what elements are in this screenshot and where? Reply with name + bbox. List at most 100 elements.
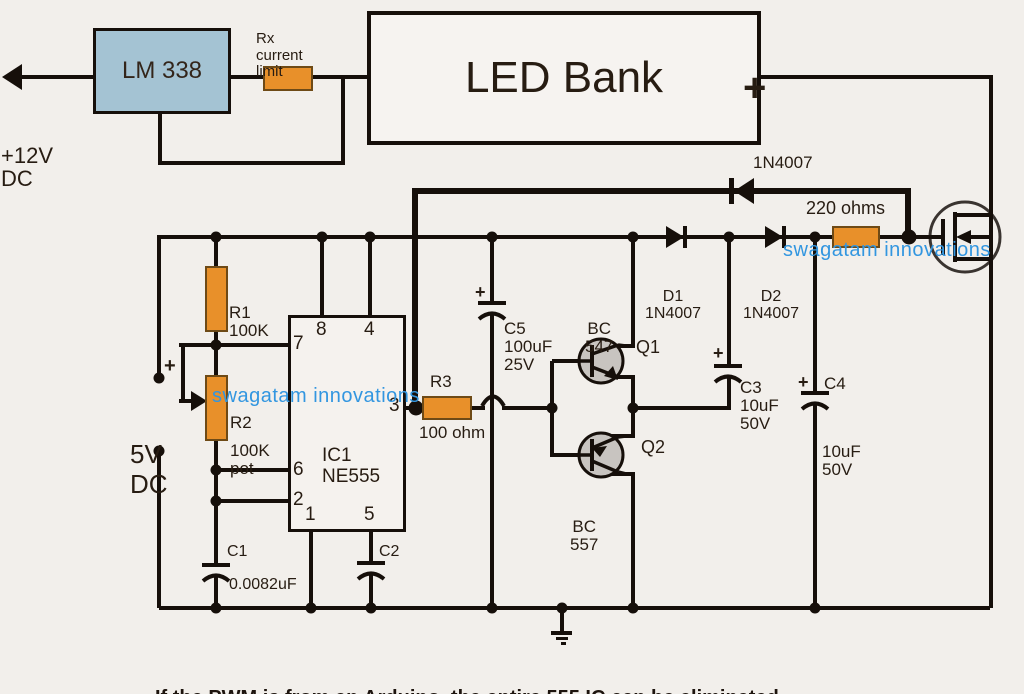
wire-segment [214, 237, 218, 268]
r1-resistor [205, 266, 228, 332]
junction-dot [153, 372, 165, 384]
wire-segment [561, 642, 566, 645]
wire-hop-icon [480, 394, 506, 408]
ic-pin1-label: 1 [305, 504, 316, 525]
junction-dot [210, 602, 222, 614]
wire-segment [181, 345, 185, 403]
wire-segment [309, 530, 313, 608]
q1-npn-transistor-icon [576, 337, 627, 385]
c2-name: C2 [379, 543, 400, 560]
wire-segment [16, 75, 94, 79]
wire-segment [989, 75, 993, 197]
watermark-right: swagatam innovations [783, 239, 991, 261]
led-bank-title: LED Bank [464, 53, 664, 103]
r2-potentiometer [205, 375, 228, 441]
wire-segment [560, 610, 564, 631]
pot-wiper-arrow-icon [191, 391, 207, 411]
wire-segment [179, 343, 290, 347]
wire-segment [556, 637, 568, 640]
junction-dot [210, 495, 222, 507]
ic-pin5-label: 5 [364, 504, 375, 525]
wire-segment [470, 406, 485, 410]
gate-resistor-label: 220 ohms [806, 198, 886, 218]
wire-segment [230, 75, 265, 79]
c4-plus: + [798, 372, 809, 392]
wire-segment [552, 453, 580, 457]
wire-segment [727, 378, 731, 410]
ic-pin3-label: 3 [389, 395, 400, 416]
r3-name: R3 [430, 372, 452, 391]
ic-pin2-label: 2 [293, 489, 304, 510]
wire-segment [157, 235, 161, 380]
wire-segment [412, 188, 911, 194]
junction-dot [210, 339, 222, 351]
ic-555-body [288, 315, 406, 532]
regulator-block: LM 338 [93, 28, 231, 114]
top-diode-label: 1N4007 [753, 153, 813, 172]
wire-segment [813, 405, 817, 608]
c5-plus: + [475, 282, 486, 302]
wire-segment [502, 406, 554, 410]
junction-dot [316, 231, 328, 243]
c3-plus: + [713, 343, 724, 363]
junction-dot [364, 231, 376, 243]
c5-capacitor-icon [477, 301, 507, 321]
ic-pin8-label: 8 [316, 319, 327, 340]
wire-segment [368, 237, 372, 317]
d2-diode-icon [765, 226, 786, 248]
top-diode-icon [729, 178, 754, 204]
c2-capacitor-icon [356, 561, 386, 581]
wire-segment [179, 399, 195, 403]
junction-dot [408, 400, 424, 416]
wire-segment [412, 188, 418, 410]
ic-pin6-label: 6 [293, 459, 304, 480]
wire-segment [551, 631, 572, 635]
wire-segment [490, 315, 494, 608]
wire-segment [369, 575, 373, 608]
wire-segment [320, 237, 324, 317]
r3-value: 100 ohm [419, 423, 486, 442]
c4-capacitor-icon [800, 391, 830, 411]
wire-segment [158, 113, 162, 165]
gate-resistor-220 [832, 226, 880, 248]
wire-segment [905, 188, 911, 239]
c1-capacitor-icon [201, 563, 231, 583]
ic-pin4-label: 4 [364, 319, 375, 340]
junction-dot [486, 602, 498, 614]
wire-segment [160, 161, 345, 165]
wire-segment [159, 606, 990, 610]
ic-pin7-label: 7 [293, 333, 304, 354]
q2-designator: Q2 [641, 437, 666, 457]
wire-segment [631, 237, 635, 348]
supply-arrow-icon [2, 64, 22, 90]
wire-segment [813, 237, 817, 393]
mosfet-icon [925, 195, 1002, 280]
wire-segment [216, 468, 290, 472]
wire-segment [214, 577, 218, 608]
junction-dot [809, 602, 821, 614]
wire-segment [633, 406, 731, 410]
caption: If the PWM is from an Arduino, the entir… [155, 641, 857, 694]
wire-segment [727, 237, 731, 366]
junction-dot [627, 602, 639, 614]
wire-segment [341, 77, 345, 165]
led-bank-block: + LED Bank - [367, 11, 766, 145]
r3-resistor [422, 396, 472, 420]
c3-capacitor-icon [713, 364, 743, 384]
wire-segment [369, 530, 373, 563]
junction-dot [365, 602, 377, 614]
junction-dot [627, 402, 639, 414]
q1-designator: Q1 [636, 337, 661, 357]
c1-name: C1 [227, 543, 248, 560]
junction-dot [723, 231, 735, 243]
led-bank-plus: + [743, 66, 767, 110]
wire-segment [631, 472, 635, 608]
wire-segment [760, 75, 993, 79]
